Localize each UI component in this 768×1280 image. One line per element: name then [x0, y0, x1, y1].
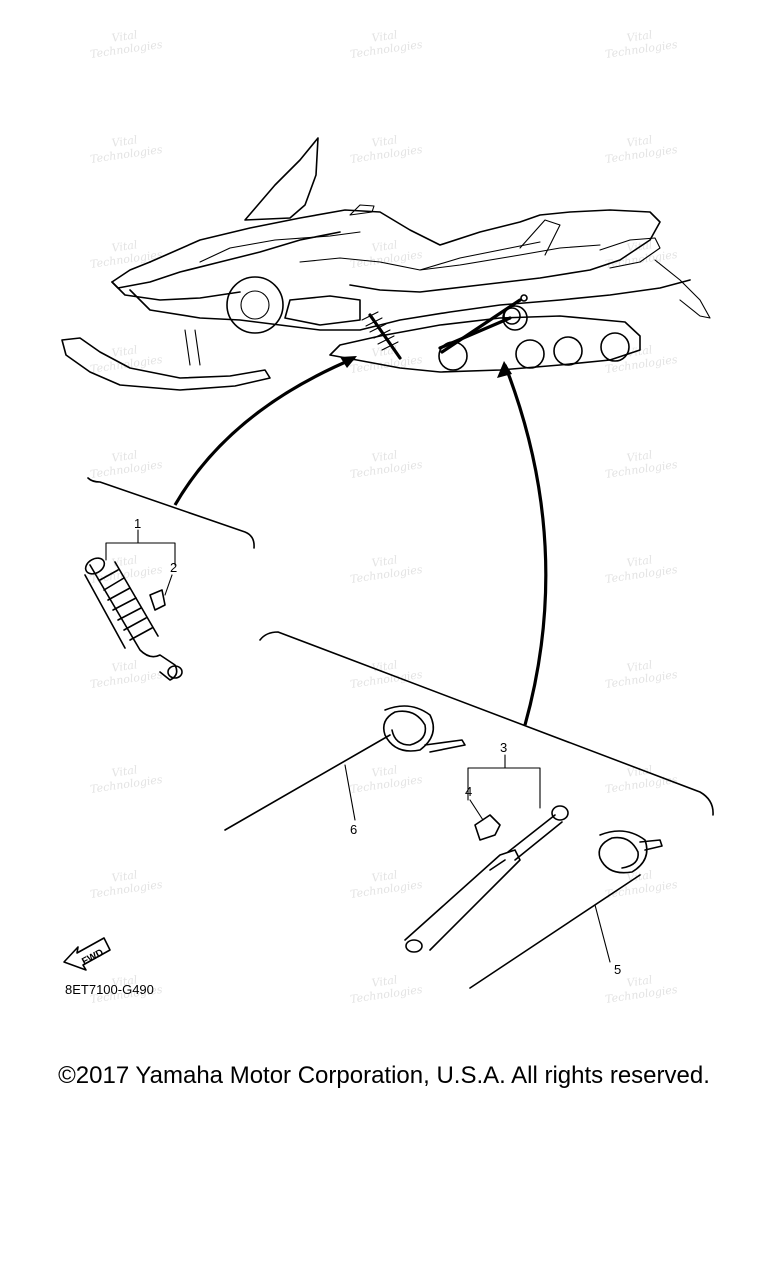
- watermark-text: Vital: [626, 133, 654, 150]
- watermark-text: Vital: [371, 868, 399, 885]
- diagram-code: 8ET7100-G490: [65, 982, 154, 997]
- watermark-text: Vital: [111, 238, 139, 255]
- watermark-text: Vital: [111, 448, 139, 465]
- watermark-text: Vital: [111, 658, 139, 675]
- callout-1: 1: [134, 516, 141, 531]
- watermark-text: Vital: [371, 28, 399, 45]
- torsion-spring-right: [469, 830, 663, 989]
- watermark-layer: VitalTechnologiesVitalTechnologiesVitalT…: [89, 28, 678, 1006]
- watermark-text: Vital: [371, 133, 399, 150]
- fwd-label: FWD: [80, 947, 105, 967]
- copyright-notice: ©2017 Yamaha Motor Corporation, U.S.A. A…: [58, 1062, 710, 1089]
- callout-6: 6: [350, 822, 357, 837]
- watermark-text: Vital: [626, 973, 654, 990]
- watermark-text: Vital: [371, 553, 399, 570]
- watermark-text: Vital: [111, 973, 139, 990]
- front-shock-part: [84, 557, 183, 681]
- fwd-arrow-icon: FWD: [63, 937, 111, 971]
- parts-diagram: VitalTechnologiesVitalTechnologiesVitalT…: [61, 28, 714, 1006]
- watermark-text: Vital: [111, 868, 139, 885]
- leader-arrows: [173, 356, 548, 726]
- watermark-text: Vital: [371, 973, 399, 990]
- watermark-text: Vital: [371, 448, 399, 465]
- watermark-text: Vital: [111, 763, 139, 780]
- watermark-text: Vital: [371, 238, 399, 255]
- callout-3: 3: [500, 740, 507, 755]
- callout-labels: 1 2 3 4 5 6: [134, 516, 621, 977]
- snowmobile-illustration: [61, 137, 711, 391]
- watermark-text: Vital: [626, 28, 654, 45]
- group-brackets: [87, 477, 714, 816]
- callout-2: 2: [170, 560, 177, 575]
- callout-5: 5: [614, 962, 621, 977]
- watermark-text: Vital: [371, 763, 399, 780]
- rear-shock-part: [404, 754, 569, 953]
- watermark-text: Vital: [111, 133, 139, 150]
- watermark-text: Vital: [626, 343, 654, 360]
- watermark-text: Vital: [626, 448, 654, 465]
- callout-4: 4: [465, 784, 472, 799]
- torsion-spring-left: [224, 705, 466, 831]
- watermark-text: Vital: [111, 343, 139, 360]
- watermark-text: Vital: [111, 28, 139, 45]
- watermark-text: Vital: [626, 553, 654, 570]
- watermark-text: Vital: [626, 658, 654, 675]
- callout-lines-1-2: [105, 529, 176, 596]
